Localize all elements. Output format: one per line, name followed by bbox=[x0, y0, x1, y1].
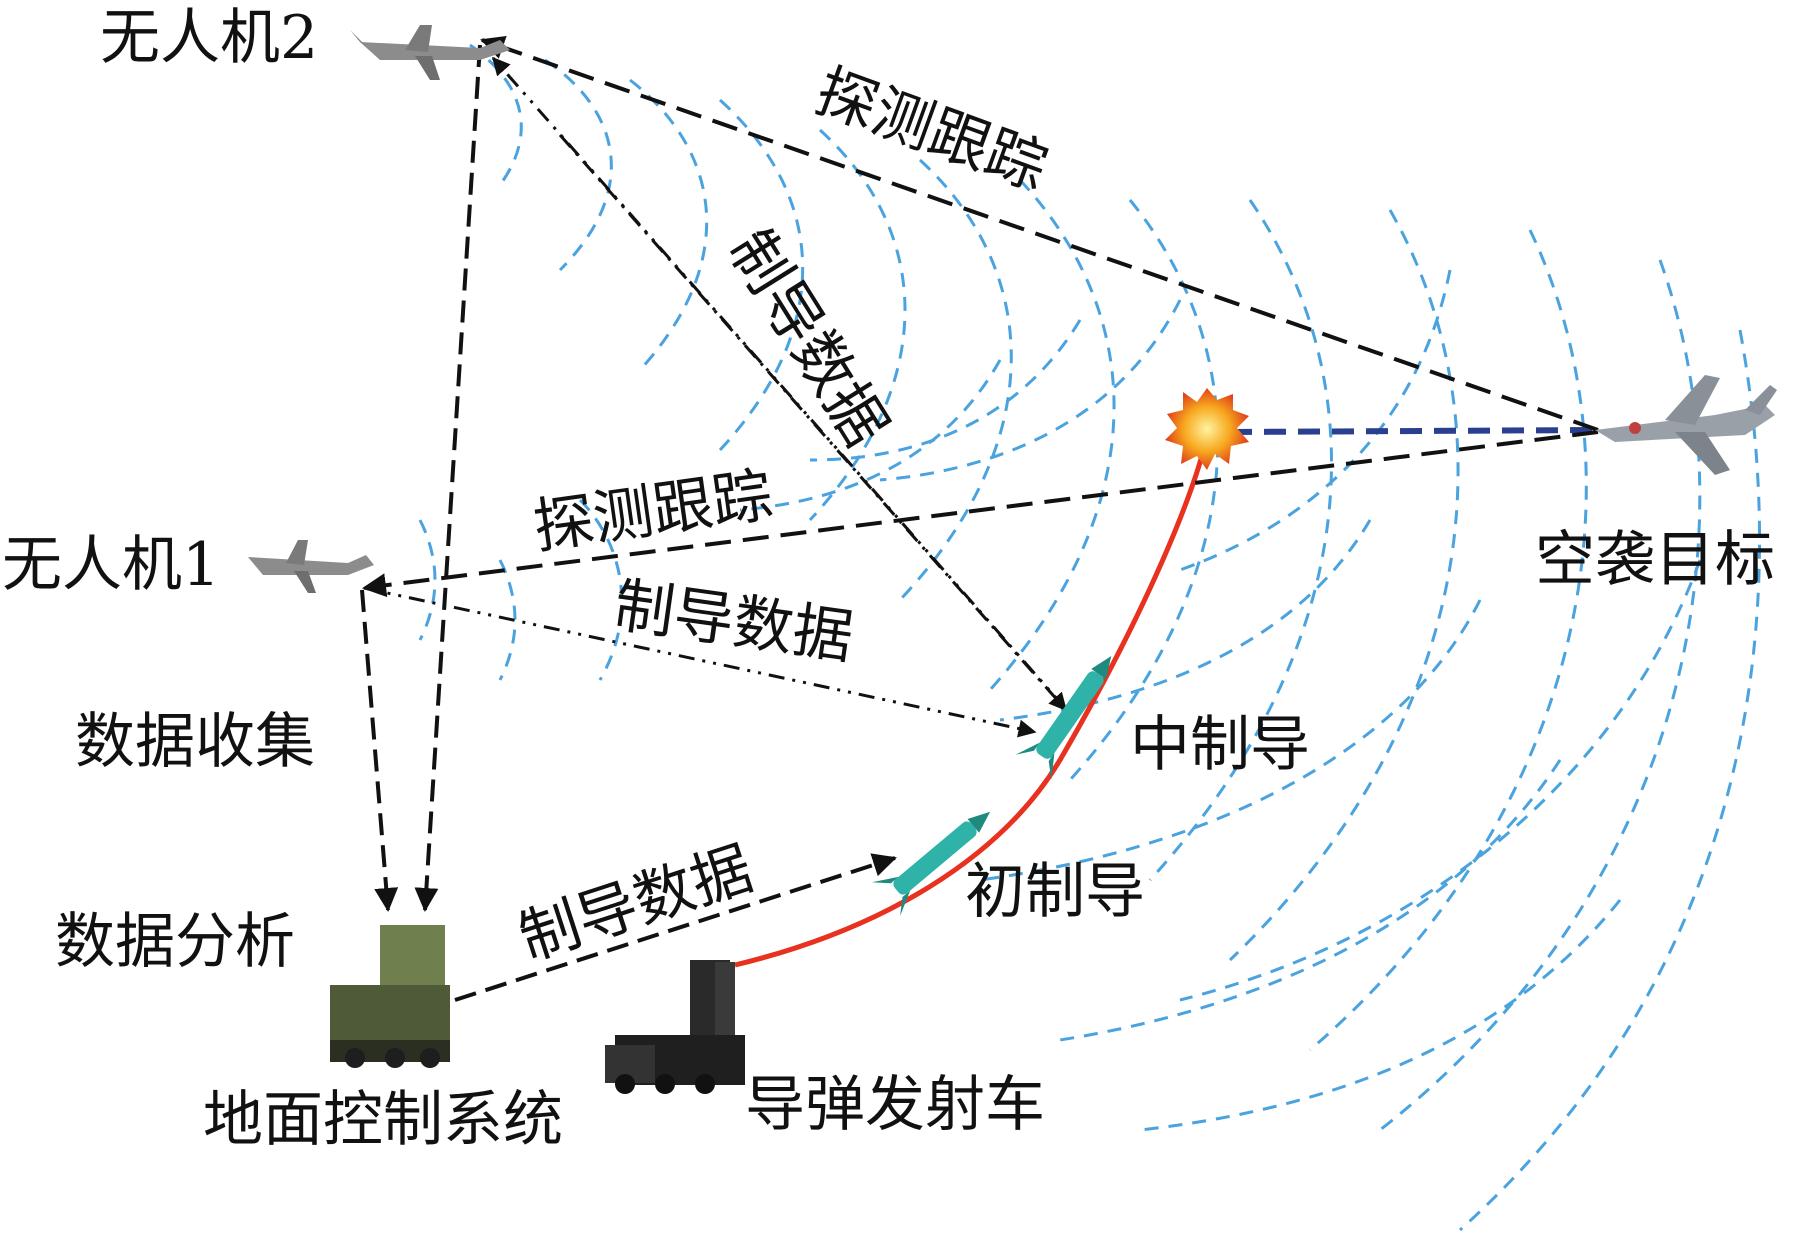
air-target-label: 空袭目标 bbox=[1535, 525, 1775, 595]
data-collection-label: 数据收集 bbox=[75, 707, 315, 777]
guidance-data-label-low: 制导数据 bbox=[511, 834, 761, 975]
uav-icon bbox=[248, 540, 374, 593]
laser-line bbox=[1229, 427, 1601, 435]
uav1-label: 无人机1 bbox=[2, 530, 220, 600]
tracking-line-uav1 bbox=[362, 430, 1599, 598]
guidance-line-uav2-head bbox=[558, 134, 1068, 712]
mid-guidance-label: 中制导 bbox=[1130, 710, 1310, 780]
ground-control-label: 地面控制系统 bbox=[203, 1085, 563, 1155]
tracking-line-uav2 bbox=[480, 35, 1599, 432]
detection-waves bbox=[418, 43, 1762, 1232]
uav2-label: 无人机2 bbox=[100, 3, 318, 73]
uav-icon bbox=[350, 25, 510, 80]
data-analysis-label: 数据分析 bbox=[55, 907, 295, 977]
tracking-label-top: 探测跟踪 bbox=[807, 56, 1056, 204]
missile-trajectory bbox=[734, 444, 1208, 968]
missile-icon bbox=[871, 811, 991, 916]
guidance-line-ground bbox=[454, 853, 897, 1002]
guidance-data-label-mid: 制导数据 bbox=[610, 571, 857, 674]
uav1-data-arrow bbox=[360, 589, 399, 912]
radar-vehicle-icon bbox=[330, 925, 450, 1068]
uav2-data-arrow bbox=[414, 44, 482, 912]
tracking-label-mid: 探测跟踪 bbox=[529, 460, 776, 563]
explosion-icon bbox=[1165, 388, 1249, 470]
missile-icon bbox=[1015, 656, 1112, 781]
fighter-jet-icon bbox=[1595, 375, 1777, 475]
missile-launcher-icon bbox=[605, 960, 745, 1094]
launcher-label: 导弹发射车 bbox=[745, 1070, 1045, 1140]
initial-guidance-label: 初制导 bbox=[965, 857, 1145, 927]
